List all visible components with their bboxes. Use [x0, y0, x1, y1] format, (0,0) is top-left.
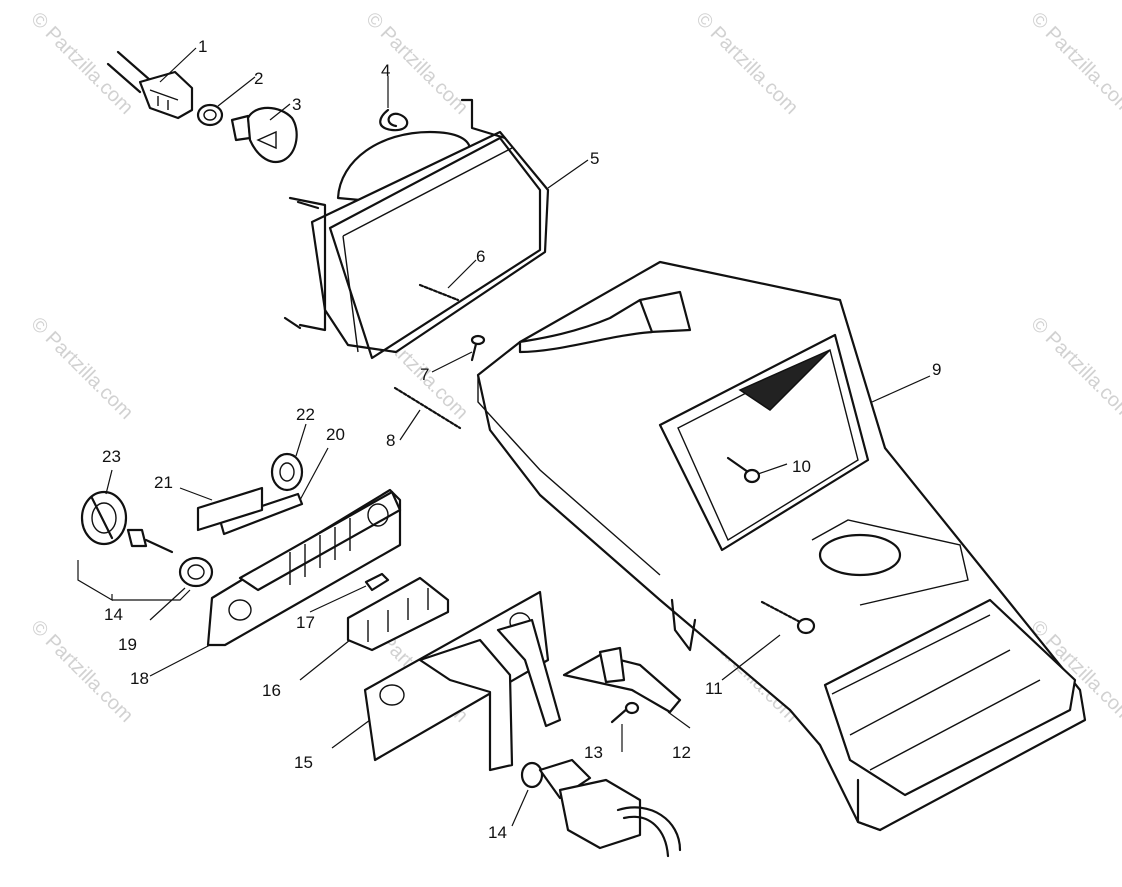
- callout-15: 15: [294, 753, 313, 772]
- part-connector-plug: [106, 50, 194, 120]
- callout-23: 23: [102, 447, 121, 466]
- part-socket-ring: [196, 103, 224, 127]
- callout-12: 12: [672, 743, 691, 762]
- watermark-text: © Partzilla.com: [1026, 313, 1122, 424]
- callout-6: 6: [476, 247, 485, 266]
- callout-13: 13: [584, 743, 603, 762]
- part-bulb: [230, 106, 298, 164]
- callout-10: 10: [792, 457, 811, 476]
- callout-4: 4: [381, 61, 390, 80]
- part-main-bracket: [206, 488, 402, 647]
- watermark-text: © Partzilla.com: [26, 313, 137, 424]
- callout-14-upper: 14: [104, 605, 123, 624]
- callout-20: 20: [326, 425, 345, 444]
- callout-9: 9: [932, 360, 941, 379]
- callout-19: 19: [118, 635, 137, 654]
- part-lower-bracket: [363, 590, 562, 772]
- callout-17: 17: [296, 613, 315, 632]
- callout-8: 8: [386, 431, 395, 450]
- callout-14-lower: 14: [488, 823, 507, 842]
- callout-3: 3: [292, 95, 301, 114]
- part-spring-upper: [418, 283, 460, 302]
- part-screw-bracket: [610, 701, 640, 724]
- part-pin: [364, 572, 390, 592]
- part-spring-lower: [393, 386, 462, 430]
- part-ignition-switch: [520, 758, 682, 858]
- part-label-plate: [196, 486, 264, 532]
- part-fuse-block: [346, 576, 450, 652]
- part-headlight-housing: [283, 98, 550, 360]
- watermark-text: © Partzilla.com: [361, 8, 472, 119]
- callout-11: 11: [705, 679, 723, 698]
- callout-18: 18: [130, 669, 149, 688]
- callout-1: 1: [198, 37, 207, 56]
- part-grommet: [178, 556, 214, 588]
- part-cap-and-key: [80, 490, 174, 554]
- part-screw-small: [470, 334, 486, 362]
- part-screw-dash: [726, 456, 761, 484]
- part-strap: [218, 492, 304, 536]
- watermark-text: © Partzilla.com: [26, 616, 137, 727]
- part-ring: [270, 452, 304, 492]
- watermark-text: © Partzilla.com: [1026, 8, 1122, 119]
- callout-7: 7: [420, 365, 429, 384]
- callout-21: 21: [154, 473, 173, 492]
- part-screw-long: [760, 600, 816, 635]
- leader-lines: [77, 47, 931, 827]
- watermark-text: © Partzilla.com: [26, 8, 137, 119]
- part-dash-console: [476, 260, 1087, 832]
- callout-2: 2: [254, 69, 263, 88]
- callout-22: 22: [296, 405, 315, 424]
- watermark-text: © Partzilla.com: [691, 8, 802, 119]
- callout-numbers: 1 2 3 4 5 6 7 8 9 10 11 12 13 14 15 16 1…: [102, 37, 941, 842]
- part-switch: [562, 646, 682, 714]
- callout-5: 5: [590, 149, 599, 168]
- callout-16: 16: [262, 681, 281, 700]
- part-clip: [379, 108, 409, 132]
